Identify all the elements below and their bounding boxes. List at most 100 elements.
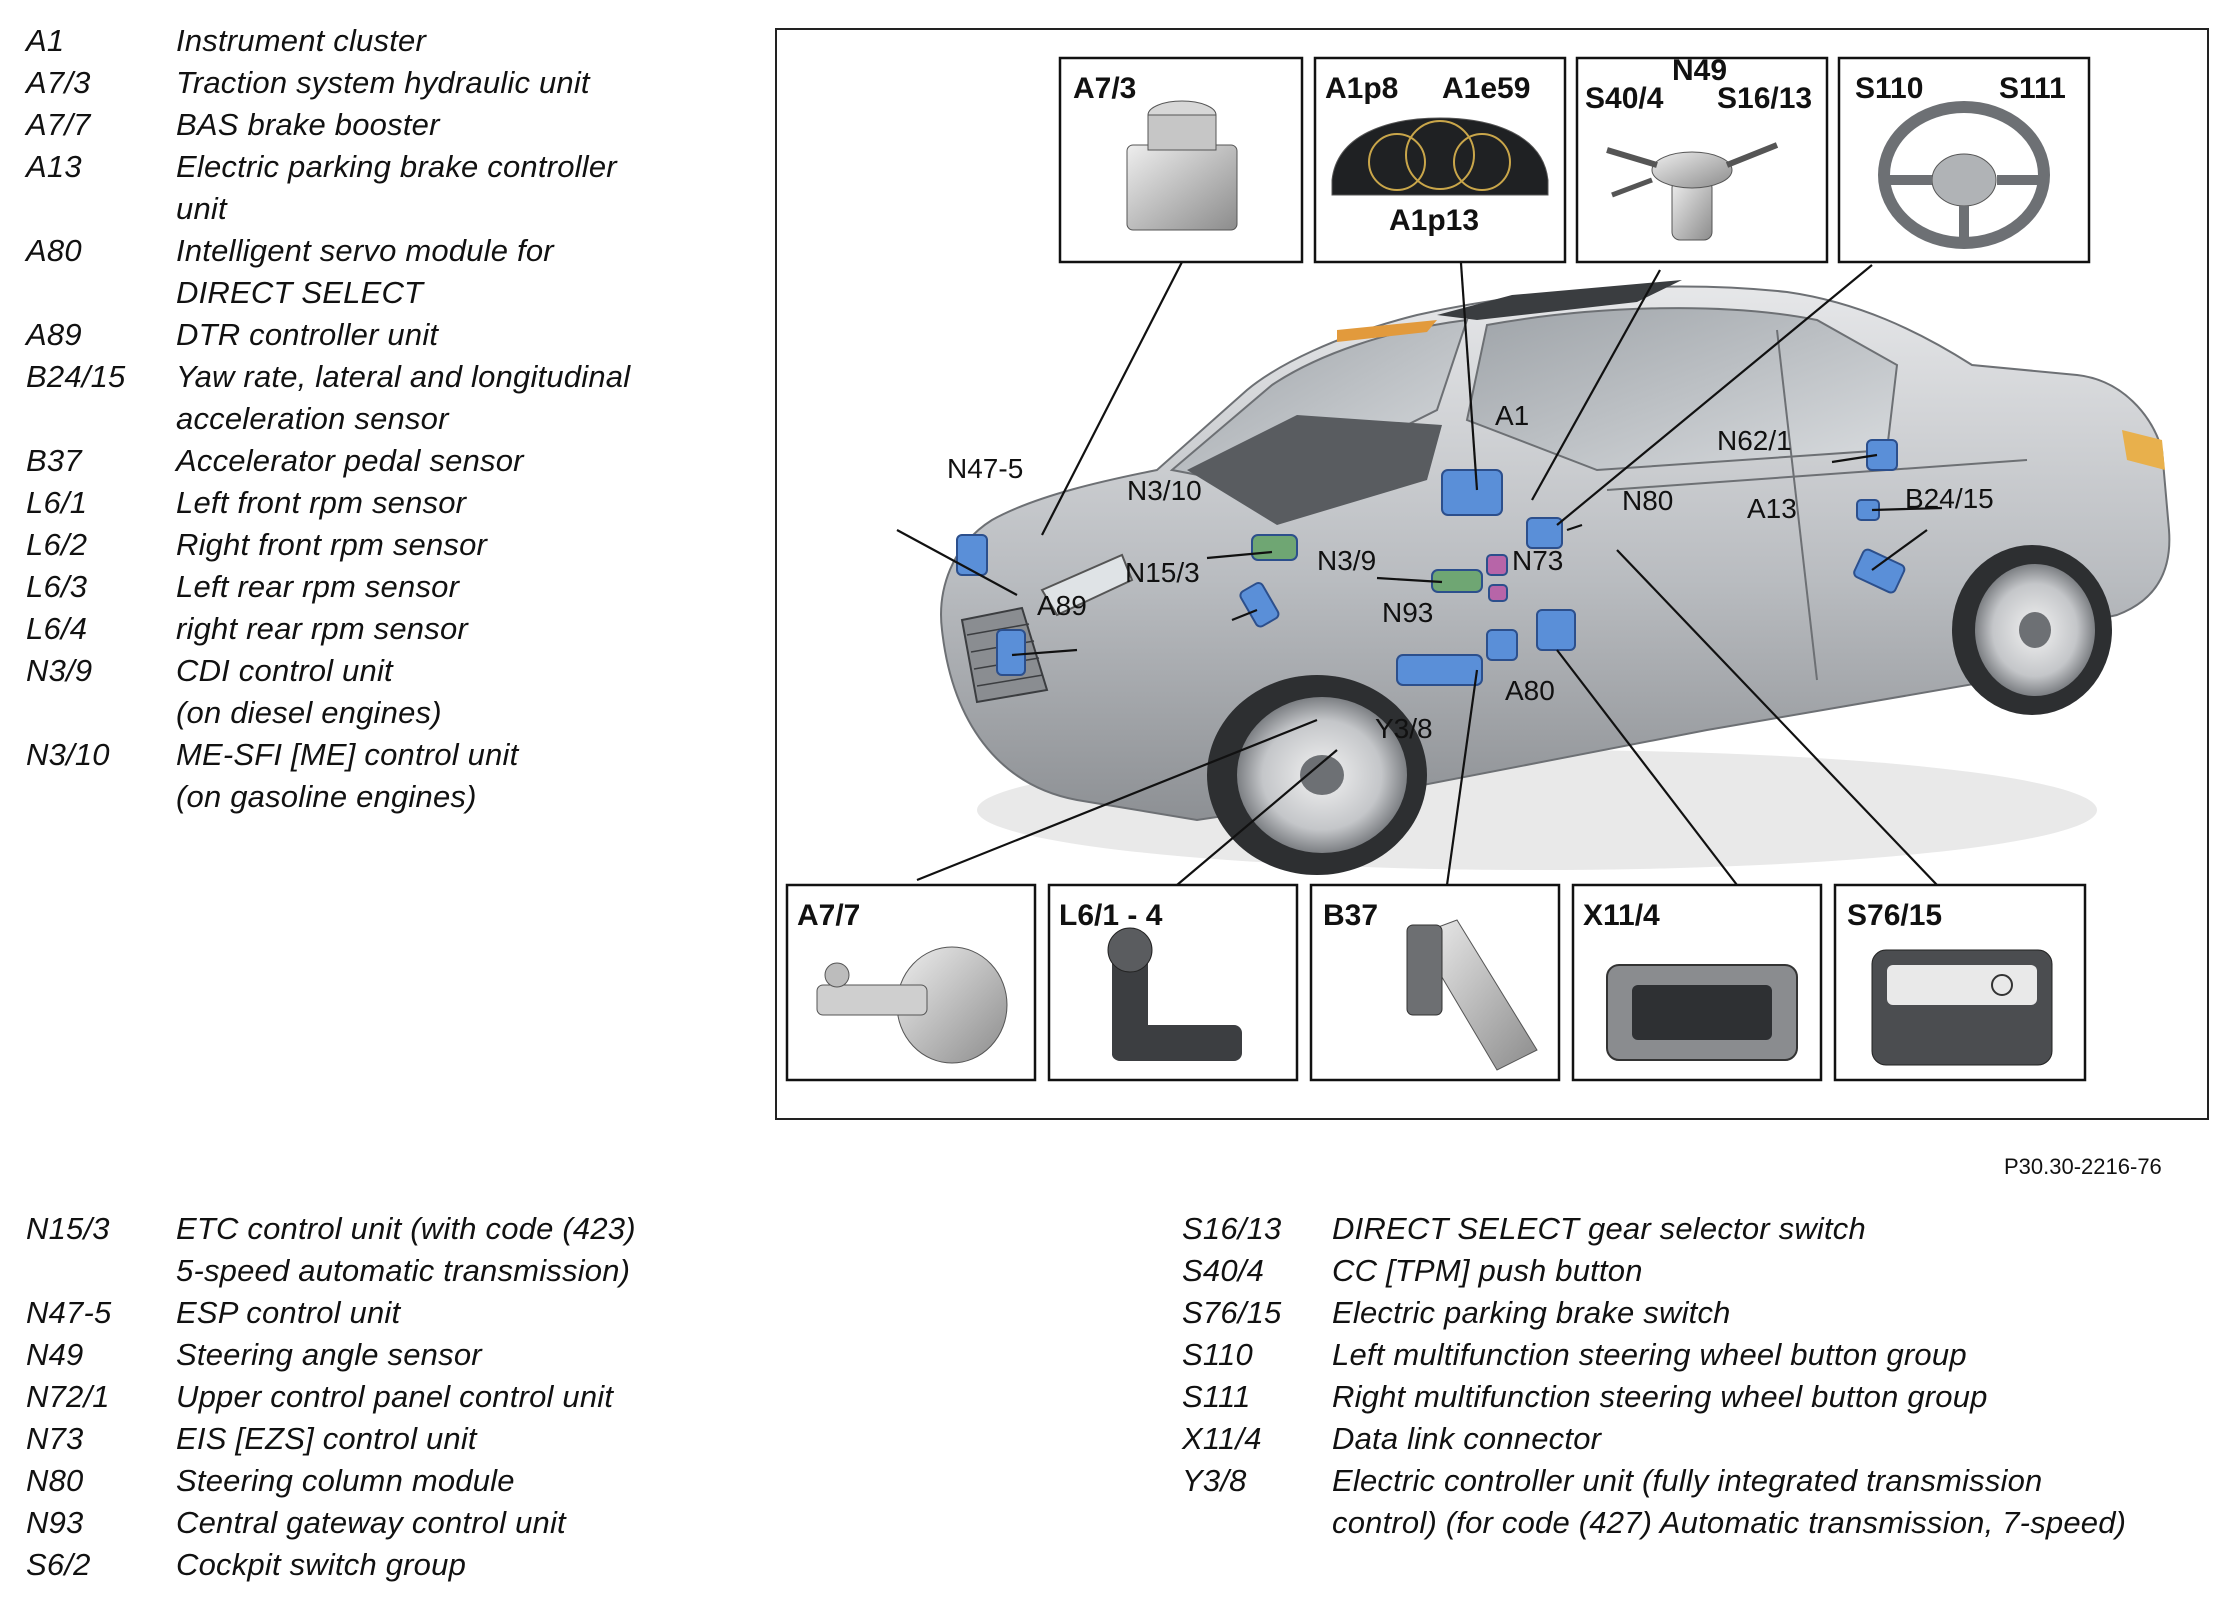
legend-description: Instrument cluster: [176, 23, 426, 58]
car-rear-light: [2122, 430, 2165, 470]
legend-description: ESP control unit: [176, 1295, 401, 1330]
legend-code: A13: [26, 149, 82, 184]
cluster-label-a1p13: A1p13: [1389, 204, 1479, 237]
car-orange-trim: [1337, 320, 1437, 342]
legend-code: N3/10: [26, 737, 110, 772]
car-illustration: [940, 280, 2171, 875]
legend-description: Steering column module: [176, 1463, 515, 1498]
legend-entry: L6/2 Right front rpm sensor: [26, 524, 726, 566]
legend-description: Data link connector: [1332, 1421, 1602, 1456]
legend-code: B24/15: [26, 359, 126, 394]
label-a13: A13: [1747, 493, 1797, 524]
legend-description: Electric parking brake controller unit: [176, 149, 617, 226]
label-b24-15: B24/15: [1905, 483, 1994, 514]
legend-code: B37: [26, 443, 82, 478]
figure-frame: A7/3 A1p8 A1e59 A1p13 N49 S40/4 S16/1: [775, 28, 2209, 1120]
instrument-cluster-icon: [1331, 117, 1549, 196]
leader-lines: [896, 234, 1943, 886]
legend-code: A1: [26, 23, 65, 58]
cluster-label-a1p8: A1p8: [1325, 72, 1398, 105]
legend-code: A89: [26, 317, 82, 352]
component-box-x11-4-title: X11/4: [1583, 899, 1660, 932]
component-box-a7-3-title: A7/3: [1073, 72, 1136, 105]
label-n73: N73: [1512, 545, 1563, 576]
component-box-b37: B37: [1309, 883, 1561, 1082]
label-y3-8: Y3/8: [1375, 713, 1433, 744]
legend-code: L6/4: [26, 611, 88, 646]
car-door-line: [1606, 459, 2028, 491]
legend-code: N47-5: [26, 1295, 112, 1330]
legend-code: S111: [1182, 1379, 1251, 1414]
label-n80: N80: [1622, 485, 1673, 516]
legend-description: Right front rpm sensor: [176, 527, 488, 562]
legend-description: Steering angle sensor: [176, 1337, 482, 1372]
component-box-l6-title: L6/1 - 4: [1059, 899, 1163, 932]
legend-description: Central gateway control unit: [176, 1505, 566, 1540]
legend-code: L6/2: [26, 527, 88, 562]
rear-wheel: [1952, 545, 2112, 715]
legend-description: Accelerator pedal sensor: [176, 443, 524, 478]
component-box-s76-15: S76/15: [1833, 883, 2087, 1082]
legend-description: ETC control unit (with code (423) 5-spee…: [176, 1211, 636, 1288]
brake-booster-icon: [816, 946, 1008, 1064]
legend-code: L6/3: [26, 569, 88, 604]
legend-code: A80: [26, 233, 82, 268]
legend-entry: A13 Electric parking brake controller uni…: [26, 146, 726, 230]
component-box-n49: N49 S40/4 S16/13: [1575, 54, 1829, 264]
label-n3-10: N3/10: [1127, 475, 1202, 506]
component-box-a7-3: A7/3: [1058, 56, 1304, 264]
legend-description: Traction system hydraulic unit: [176, 65, 590, 100]
legend-code: N15/3: [26, 1211, 110, 1246]
legend-description: Intelligent servo module for DIRECT SELE…: [176, 233, 554, 310]
hydraulic-unit-icon: [1126, 100, 1238, 231]
parking-brake-switch-icon: [1871, 949, 2053, 1066]
legend-entry: B24/15 Yaw rate, lateral and longitudinal…: [26, 356, 726, 440]
legend-code: L6/1: [26, 485, 88, 520]
legend-entry: L6/1 Left front rpm sensor: [26, 482, 726, 524]
front-wheel: [1207, 675, 1427, 875]
s111-label: S111: [1999, 72, 2066, 105]
car-headlight: [1040, 553, 1134, 617]
legend-entry: N15/3 ETC control unit (with code (423) 5…: [26, 1208, 1126, 1292]
legend-description: Right multifunction steering wheel butto…: [1332, 1379, 1988, 1414]
legend-description: Yaw rate, lateral and longitudinal accel…: [176, 359, 631, 436]
legend-bottom-left-list: N15/3 ETC control unit (with code (423) 5…: [26, 1208, 1126, 1586]
cluster-label-a1e59: A1e59: [1442, 72, 1530, 105]
legend-code: X11/4: [1182, 1421, 1262, 1456]
legend-description: Electric controller unit (fully integrat…: [1332, 1463, 2127, 1540]
legend-description: DIRECT SELECT gear selector switch: [1332, 1211, 1866, 1246]
legend-description: Left rear rpm sensor: [176, 569, 460, 604]
legend-code: S6/2: [26, 1547, 91, 1582]
component-box-a7-7: A7/7: [785, 883, 1037, 1082]
car-door-seam: [1776, 329, 1818, 681]
component-box-wheel: S110 S111: [1837, 56, 2091, 264]
legend-code: A7/7: [26, 107, 91, 142]
label-n62-1: N62/1: [1717, 425, 1792, 456]
s110-label: S110: [1855, 72, 1923, 105]
car-callout-labels: N47-5 N3/10 N15/3 A89 N3/9 A1 N80 N73 N9…: [947, 400, 1994, 744]
legend-description: Left multifunction steering wheel button…: [1332, 1337, 1967, 1372]
component-box-s76-15-title: S76/15: [1847, 899, 1942, 932]
legend-description: Left front rpm sensor: [176, 485, 467, 520]
label-n47-5: N47-5: [947, 453, 1023, 484]
label-a80: A80: [1505, 675, 1555, 706]
legend-code: N72/1: [26, 1379, 110, 1414]
legend-code: N73: [26, 1421, 84, 1456]
legend-description: Cockpit switch group: [176, 1547, 467, 1582]
component-box-a7-7-title: A7/7: [797, 899, 860, 932]
component-box-l6: L6/1 - 4: [1047, 883, 1299, 1082]
legend-description: EIS [EZS] control unit: [176, 1421, 477, 1456]
legend-entry: L6/3 Left rear rpm sensor: [26, 566, 726, 608]
